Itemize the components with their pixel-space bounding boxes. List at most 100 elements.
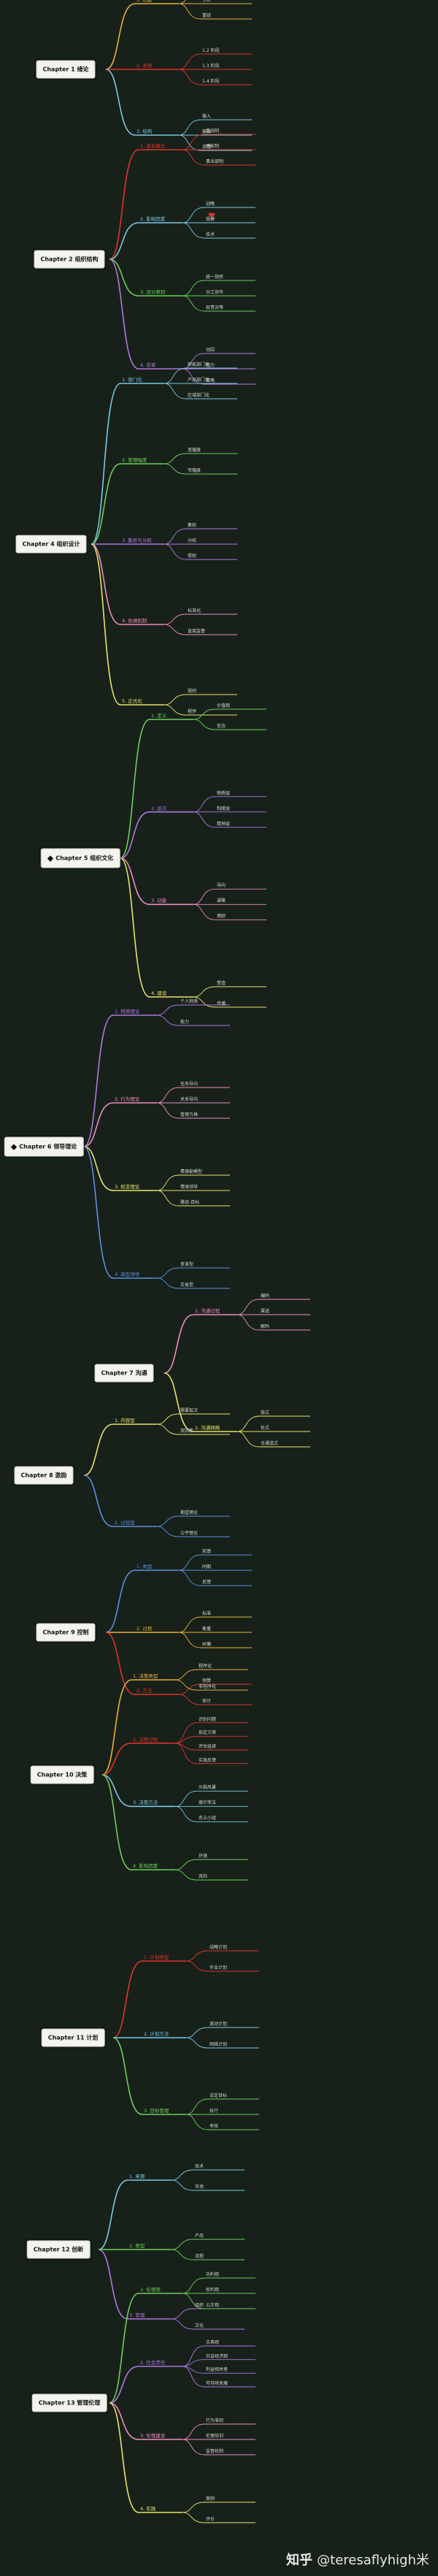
branch-node[interactable]: 3. 集权与分权 xyxy=(122,538,152,543)
leaf-node[interactable]: 德尔菲法 xyxy=(199,1800,217,1806)
branch-node[interactable]: 1. 部门化 xyxy=(122,377,142,383)
leaf-node[interactable]: 编码 xyxy=(261,1293,270,1299)
chapter-root-node[interactable]: Chapter 8 激励 xyxy=(14,1466,74,1485)
chapter-root-node[interactable]: Chapter 7 沟通 xyxy=(94,1364,154,1383)
leaf-node[interactable]: 流程 xyxy=(195,2254,204,2260)
leaf-node[interactable]: 预算 xyxy=(202,1678,212,1684)
leaf-node[interactable]: 需要层次 xyxy=(180,1408,199,1414)
branch-node[interactable]: 3. 结构 xyxy=(137,129,153,134)
leaf-node[interactable]: 区域部门化 xyxy=(188,393,210,399)
leaf-node[interactable]: 管理方格 xyxy=(180,1112,199,1118)
branch-node[interactable]: 3. 功能 xyxy=(151,898,167,904)
leaf-node[interactable]: 文化 xyxy=(195,2323,204,2329)
branch-node[interactable]: 4. 变革 xyxy=(140,362,156,368)
branch-node[interactable]: 2. 决策过程 xyxy=(133,1736,158,1743)
branch-node[interactable]: 2. 发展 xyxy=(137,63,153,69)
leaf-node[interactable]: 产品部门化 xyxy=(188,378,210,383)
leaf-node[interactable]: 激励 xyxy=(217,914,226,920)
branch-node[interactable]: 3. 权变理论 xyxy=(115,1184,140,1190)
leaf-node[interactable]: 路径-目标 xyxy=(180,1200,200,1206)
leaf-node[interactable]: 塑造 xyxy=(217,981,226,987)
branch-node[interactable]: 4. 实践 xyxy=(140,2506,156,2512)
leaf-node[interactable]: 滚动计划 xyxy=(210,2022,228,2027)
leaf-node[interactable]: 窄幅度 xyxy=(188,468,201,474)
branch-node[interactable]: 2. 过程 xyxy=(137,1626,153,1632)
leaf-node[interactable]: 标准 xyxy=(202,1611,212,1617)
leaf-node[interactable]: 交易型 xyxy=(180,1283,194,1288)
leaf-node[interactable]: 战略计划 xyxy=(210,1945,228,1951)
chapter-root-node[interactable]: Chapter 2 组织结构 xyxy=(34,250,105,269)
leaf-node[interactable]: 策略 xyxy=(206,378,215,384)
leaf-node[interactable]: 1.3 阶段 xyxy=(202,64,220,69)
leaf-node[interactable]: 期望理论 xyxy=(180,1510,199,1516)
leaf-node[interactable]: 授权 xyxy=(188,554,197,559)
branch-node[interactable]: 4. 建设 xyxy=(151,990,167,996)
chapter-root-node[interactable]: Chapter 4 组织设计 xyxy=(15,535,87,554)
branch-node[interactable]: 1. 来源 xyxy=(129,2174,145,2179)
branch-node[interactable]: 4. 协调机制 xyxy=(122,618,147,624)
leaf-node[interactable]: 网络计划 xyxy=(210,2042,228,2048)
chapter-root-node[interactable]: Chapter 10 决策 xyxy=(30,1765,94,1784)
leaf-node[interactable]: 可持续发展 xyxy=(206,2381,228,2387)
leaf-node[interactable]: 规则 xyxy=(188,689,197,695)
chapter-root-node[interactable]: ◆Chapter 5 组织文化 xyxy=(40,848,120,868)
chapter-root-node[interactable]: Chapter 11 计划 xyxy=(41,2028,105,2047)
leaf-node[interactable]: 价值观 xyxy=(217,703,231,709)
leaf-node[interactable]: 公平理论 xyxy=(180,1531,199,1537)
leaf-node[interactable]: 组织 xyxy=(195,2303,204,2309)
branch-node[interactable]: 1. 伦理观 xyxy=(140,2287,161,2293)
branch-node[interactable]: 1. 内容型 xyxy=(115,1418,135,1423)
leaf-node[interactable]: 职能部门化 xyxy=(188,362,210,368)
leaf-node[interactable]: 权责对等 xyxy=(206,305,224,311)
branch-node[interactable]: 4. 影响因素 xyxy=(133,1863,158,1869)
chapter-root-node[interactable]: Chapter 1 绪论 xyxy=(36,60,96,79)
leaf-node[interactable]: 前馈 xyxy=(202,1549,212,1555)
chapter-root-node[interactable]: Chapter 12 创新 xyxy=(26,2240,91,2259)
leaf-node[interactable]: 执行 xyxy=(210,2109,219,2114)
branch-node[interactable]: 2. 计划方法 xyxy=(144,2031,169,2037)
leaf-node[interactable]: 输入 xyxy=(202,114,212,120)
leaf-node[interactable]: 直接监督 xyxy=(188,629,206,635)
leaf-node[interactable]: 技术 xyxy=(195,2164,204,2170)
leaf-node[interactable]: 非程序化 xyxy=(199,1684,217,1690)
leaf-node[interactable]: 任务导向 xyxy=(180,1082,199,1088)
branch-node[interactable]: 1. 特质理论 xyxy=(115,1009,140,1014)
leaf-node[interactable]: 纠偏 xyxy=(202,1642,212,1648)
branch-node[interactable]: 1. 基本模式 xyxy=(140,143,166,149)
branch-node[interactable]: 2. 影响因素 xyxy=(140,216,166,222)
branch-node[interactable]: 3. 决策方法 xyxy=(133,1800,158,1806)
leaf-node[interactable]: 变革型 xyxy=(180,1262,194,1268)
leaf-node[interactable]: 解码 xyxy=(261,1324,270,1330)
leaf-node[interactable]: 分工协作 xyxy=(206,290,224,296)
leaf-node[interactable]: 双因素 xyxy=(180,1429,194,1434)
leaf-node[interactable]: 同期 xyxy=(202,1564,212,1570)
branch-node[interactable]: 2. 过程型 xyxy=(115,1520,135,1526)
leaf-node[interactable]: 1.2 阶段 xyxy=(202,48,220,54)
leaf-node[interactable]: 链式 xyxy=(261,1410,270,1416)
leaf-node[interactable]: 重组 xyxy=(202,13,212,19)
branch-node[interactable]: 3. 伦理建设 xyxy=(140,2433,166,2439)
leaf-node[interactable]: 识别问题 xyxy=(199,1716,217,1722)
branch-node[interactable]: 2. 管理幅度 xyxy=(122,457,147,463)
leaf-node[interactable]: 制度层 xyxy=(217,806,231,811)
leaf-node[interactable]: 公正观 xyxy=(206,2303,220,2309)
branch-node[interactable]: 3. 设计原则 xyxy=(140,289,166,295)
leaf-node[interactable]: 传播 xyxy=(217,1001,226,1007)
leaf-node[interactable]: 导向 xyxy=(217,883,226,889)
leaf-node[interactable]: 关系导向 xyxy=(180,1097,199,1103)
leaf-node[interactable]: 反馈 xyxy=(202,1580,212,1586)
leaf-node[interactable]: 规模 xyxy=(206,217,215,223)
leaf-node[interactable]: 权利观 xyxy=(206,2288,220,2293)
leaf-node[interactable]: 个人特质 xyxy=(180,999,199,1005)
leaf-node[interactable]: 1.4 阶段 xyxy=(202,79,220,85)
leaf-node[interactable]: 集权 xyxy=(188,523,197,529)
leaf-node[interactable]: 评价 xyxy=(206,2517,215,2523)
leaf-node[interactable]: 动因 xyxy=(206,348,215,353)
leaf-node[interactable]: 标准化 xyxy=(188,608,201,614)
branch-node[interactable]: 3. 管理 xyxy=(129,2312,145,2318)
leaf-node[interactable]: 实施反馈 xyxy=(199,1757,217,1763)
branch-node[interactable]: 1. 决策类型 xyxy=(133,1673,158,1679)
leaf-node[interactable]: 监督机制 xyxy=(206,2449,224,2455)
leaf-node[interactable]: 渠道 xyxy=(261,1309,270,1315)
leaf-node[interactable]: 统一指挥 xyxy=(206,275,224,280)
